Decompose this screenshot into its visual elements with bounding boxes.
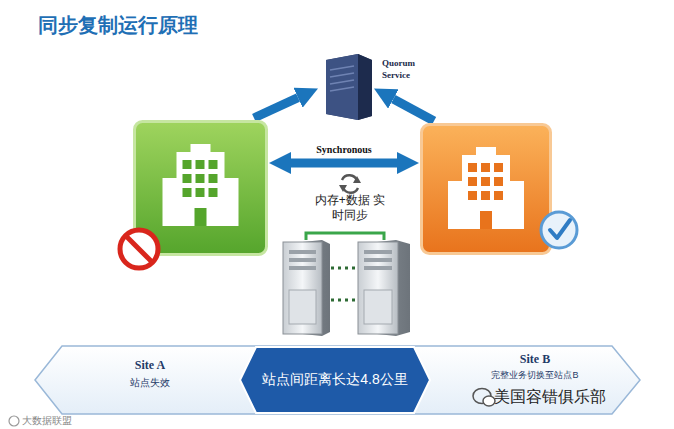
- node-shape: [133, 120, 268, 256]
- watermark: 大数据联盟: [22, 414, 72, 428]
- hexagon-shape: [240, 347, 430, 413]
- sync-note: 内存+数据 实时同步: [314, 193, 386, 223]
- node-text: Quorum Service: [382, 58, 428, 81]
- sync-icon: [339, 175, 361, 193]
- node-text: 站点失效: [70, 376, 230, 390]
- ok-sign: [541, 212, 577, 248]
- watermark: 美国容错俱乐部: [494, 387, 606, 408]
- site-a: Site A站点失效: [133, 120, 268, 256]
- connector-arrow: [393, 99, 434, 121]
- diagram-title: 同步复制运行原理: [38, 12, 198, 39]
- node-shape: [420, 123, 552, 255]
- wechat-icon: [473, 389, 495, 407]
- node-text: Site B: [455, 352, 615, 367]
- distance-hexagon: 站点间距离长达4.8公里: [240, 346, 430, 414]
- quorum-server: Quorum Service: [318, 50, 374, 120]
- site-b: Site B完整业务切换至站点B: [420, 123, 552, 255]
- edge-label: Synchronous: [314, 144, 373, 155]
- node-text: Site A: [70, 358, 230, 373]
- connector-arrow: [291, 159, 397, 168]
- server-icon: [326, 54, 372, 120]
- watermark-icon: [9, 416, 19, 426]
- server-pair: [283, 233, 410, 336]
- connector-arrow: [254, 98, 298, 118]
- node-text: 完整业务切换至站点B: [455, 369, 615, 382]
- site-band: [35, 346, 640, 414]
- fail-sign: [120, 230, 158, 268]
- node-shape: [318, 50, 374, 120]
- site-building: [422, 125, 551, 254]
- node-text: 站点间距离长达4.8公里: [262, 371, 407, 389]
